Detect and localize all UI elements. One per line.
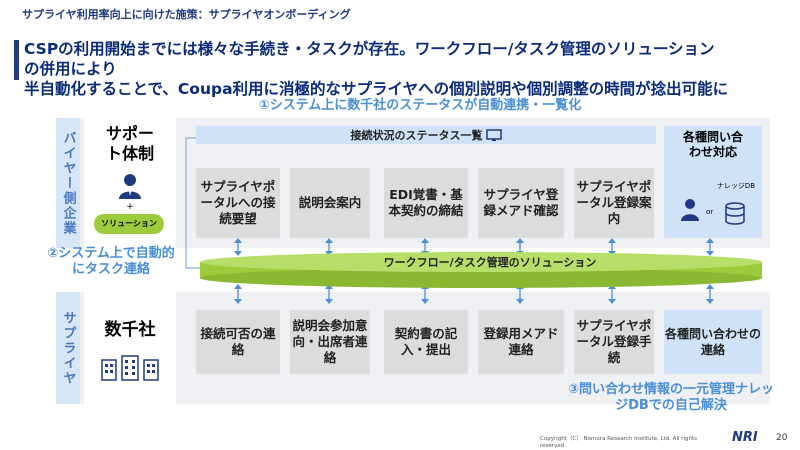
person-icon bbox=[119, 174, 141, 199]
double-arrows bbox=[234, 238, 714, 304]
headline-line-3: 半自動化することで、Coupa利用に消極的なサプライヤへの個別説明や個別調整の時… bbox=[24, 80, 729, 98]
supplier-side-label: サプライヤ bbox=[56, 292, 80, 404]
plus-sign: + bbox=[126, 202, 134, 212]
workflow-solution-label: ワークフロー/タスク管理のソリューション bbox=[383, 256, 597, 269]
buyer-task-5: サプライヤポータル登録案内 bbox=[574, 168, 654, 238]
annotation-2: ②システム上で自動的にタスク連絡 bbox=[47, 246, 175, 277]
knowledge-db-label: ナレッジDB bbox=[716, 182, 756, 190]
annotation-1: ①システム上に数千社のステータスが自動連携・一覧化 bbox=[258, 98, 582, 113]
buyer-support-title: サポート体制 bbox=[105, 124, 154, 163]
supplier-task-5: サプライヤポータル登録手続 bbox=[574, 310, 654, 374]
support-agent-icon bbox=[681, 199, 699, 221]
or-text: or bbox=[706, 208, 714, 216]
supplier-inquiry-box: 各種問い合わせの連絡 bbox=[664, 310, 762, 374]
status-list-label: 接続状況のステータス一覧 bbox=[350, 129, 483, 142]
buyer-task-3: EDI覚書・基本契約の締結 bbox=[384, 168, 468, 238]
annotation-3: ③問い合わせ情報の一元管理ナレッジDBでの自己解決 bbox=[567, 382, 774, 413]
buildings-icon bbox=[101, 355, 159, 381]
monitor-icon bbox=[485, 128, 502, 141]
database-icon bbox=[725, 202, 745, 225]
buyer-task-1: サプライヤポータルへの接続要望 bbox=[196, 168, 280, 238]
supplier-count-title: 数千社 bbox=[104, 320, 156, 340]
copyright-text: Copyright（C） Nomura Research Institute, … bbox=[540, 436, 698, 449]
supplier-task-3: 契約書の記入・提出 bbox=[384, 310, 468, 374]
buyer-task-2: 説明会案内 bbox=[290, 168, 370, 238]
buyer-support-panel: サポート体制 + ソリューション bbox=[84, 118, 176, 248]
workflow-cylinder-shape bbox=[200, 252, 762, 288]
buyer-inquiry-box: 各種問い合わせ対応 or ナレッジDB bbox=[664, 126, 762, 238]
buyer-task-4: サプライヤ登録メアド確認 bbox=[478, 168, 564, 238]
headline-line-1: CSPの利用開始までには様々な手続き・タスクが存在。ワークフロー/タスク管理のソ… bbox=[24, 40, 715, 58]
headline-line-2: の併用により bbox=[24, 60, 117, 78]
supplier-task-4: 登録用メアド連絡 bbox=[478, 310, 564, 374]
supplier-task-2: 説明会参加意向・出席者連絡 bbox=[290, 310, 370, 374]
page-number: 20 bbox=[776, 433, 788, 443]
supertitle: サプライヤ利用率向上に向けた施策：サプライヤオンボーディング bbox=[22, 8, 351, 21]
supplier-panel: 数千社 bbox=[84, 292, 176, 404]
supplier-task-1: 接続可否の連絡 bbox=[196, 310, 280, 374]
buyer-inquiry-title: 各種問い合わせ対応 bbox=[682, 130, 743, 159]
status-list-bar: 接続状況のステータス一覧 bbox=[196, 126, 656, 144]
solution-badge: ソリューション bbox=[94, 214, 164, 234]
title-accent-bar bbox=[14, 40, 19, 80]
buyer-side-label: バイヤー側企業 bbox=[56, 118, 80, 248]
nri-logo: NRI bbox=[732, 430, 758, 445]
